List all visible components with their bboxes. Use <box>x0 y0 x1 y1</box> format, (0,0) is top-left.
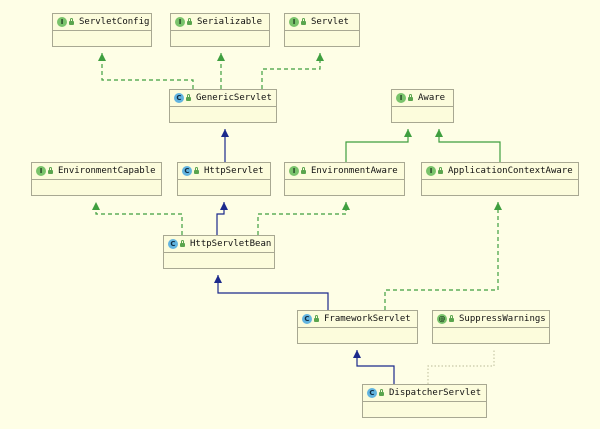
node-http-servlet[interactable]: C HttpServlet <box>177 162 271 196</box>
node-label: ServletConfig <box>79 17 150 27</box>
lock-icon <box>180 240 185 247</box>
interface-icon: I <box>289 17 299 27</box>
lock-icon <box>194 167 199 174</box>
arrowhead-framework-servlet-to-http-servlet-bean <box>214 275 222 283</box>
node-label: EnvironmentAware <box>311 166 398 176</box>
arrowhead-application-context-aware-to-aware <box>435 129 443 137</box>
arrowhead-http-servlet-bean-to-http-servlet <box>220 202 228 210</box>
lock-icon <box>48 167 53 174</box>
node-aware[interactable]: I Aware <box>391 89 454 123</box>
lock-icon <box>187 18 192 25</box>
node-dispatcher-servlet[interactable]: C DispatcherServlet <box>362 384 487 418</box>
edge-dispatcher-servlet-to-framework-servlet <box>356 350 395 384</box>
arrowhead-generic-servlet-to-serializable <box>217 53 225 61</box>
class-icon: C <box>168 239 178 249</box>
node-application-context-aware[interactable]: I ApplicationContextAware <box>421 162 579 196</box>
edge-dispatcher-servlet-to-suppress-warnings <box>427 350 495 384</box>
edge-framework-servlet-to-application-context-aware <box>384 202 499 310</box>
interface-icon: I <box>426 166 436 176</box>
node-label: HttpServlet <box>204 166 264 176</box>
node-label: EnvironmentCapable <box>58 166 156 176</box>
node-serializable[interactable]: I Serializable <box>170 13 270 47</box>
edge-application-context-aware-to-aware <box>438 129 501 162</box>
node-environment-aware[interactable]: I EnvironmentAware <box>284 162 405 196</box>
node-label: Serializable <box>197 17 263 27</box>
interface-icon: I <box>289 166 299 176</box>
interface-icon: I <box>175 17 185 27</box>
node-label: HttpServletBean <box>190 239 272 249</box>
edge-generic-servlet-to-servlet-config <box>101 53 194 89</box>
node-label: GenericServlet <box>196 93 272 103</box>
lock-icon <box>301 18 306 25</box>
node-label: SuppressWarnings <box>459 314 546 324</box>
lock-icon <box>449 315 454 322</box>
interface-icon: I <box>36 166 46 176</box>
lock-icon <box>314 315 319 322</box>
node-servlet-config[interactable]: I ServletConfig <box>52 13 152 47</box>
annotation-icon: @ <box>437 314 447 324</box>
lock-icon <box>69 18 74 25</box>
node-framework-servlet[interactable]: C FrameworkServlet <box>297 310 418 344</box>
edge-generic-servlet-to-servlet <box>261 53 321 89</box>
class-icon: C <box>302 314 312 324</box>
class-icon: C <box>174 93 184 103</box>
node-label: Aware <box>418 93 446 103</box>
node-http-servlet-bean[interactable]: C HttpServletBean <box>163 235 275 269</box>
lock-icon <box>186 94 191 101</box>
edge-http-servlet-bean-to-environment-aware <box>257 202 347 235</box>
interface-icon: I <box>57 17 67 27</box>
edge-framework-servlet-to-http-servlet-bean <box>217 275 329 310</box>
arrowhead-dispatcher-servlet-to-framework-servlet <box>353 350 361 358</box>
class-icon: C <box>367 388 377 398</box>
arrowhead-http-servlet-bean-to-environment-capable <box>92 202 100 210</box>
class-icon: C <box>182 166 192 176</box>
lock-icon <box>438 167 443 174</box>
arrowhead-framework-servlet-to-application-context-aware <box>494 202 502 210</box>
node-label: DispatcherServlet <box>389 388 482 398</box>
node-servlet[interactable]: I Servlet <box>284 13 360 47</box>
lock-icon <box>301 167 306 174</box>
edge-http-servlet-bean-to-environment-capable <box>95 202 183 235</box>
arrowhead-http-servlet-bean-to-environment-aware <box>342 202 350 210</box>
arrowhead-generic-servlet-to-servlet <box>316 53 324 61</box>
node-suppress-warnings[interactable]: @ SuppressWarnings <box>432 310 550 344</box>
arrowhead-environment-aware-to-aware <box>404 129 412 137</box>
node-generic-servlet[interactable]: C GenericServlet <box>169 89 277 123</box>
node-label: ApplicationContextAware <box>448 166 573 176</box>
arrowhead-generic-servlet-to-servlet-config <box>98 53 106 61</box>
arrowhead-http-servlet-to-generic-servlet <box>221 129 229 137</box>
node-environment-capable[interactable]: I EnvironmentCapable <box>31 162 162 196</box>
edge-environment-aware-to-aware <box>345 129 409 162</box>
node-label: Servlet <box>311 17 349 27</box>
interface-icon: I <box>396 93 406 103</box>
node-label: FrameworkServlet <box>324 314 411 324</box>
lock-icon <box>408 94 413 101</box>
lock-icon <box>379 389 384 396</box>
